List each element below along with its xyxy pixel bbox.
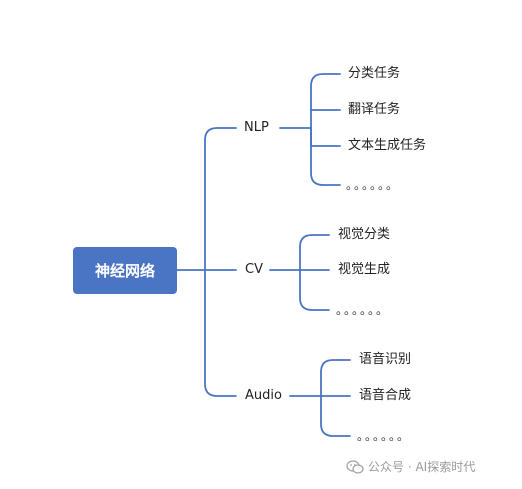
leaf-nlp-translation: 翻译任务 [348, 102, 401, 117]
watermark-text: 公众号 · AI探索时代 [368, 460, 476, 474]
leaf-nlp-text-generation: 文本生成任务 [348, 138, 427, 153]
leaf-audio-synthesis: 语音合成 [359, 388, 412, 403]
branch-nlp: NLP [244, 120, 269, 135]
branch-cv: CV [245, 262, 263, 277]
leaf-cv-ellipsis: 。。。。。。 [336, 303, 391, 317]
root-node: 神经网络 [73, 247, 177, 294]
watermark: 公众号 · AI探索时代 [346, 458, 475, 475]
branch-audio: Audio [245, 388, 282, 403]
leaf-audio-recognition: 语音识别 [359, 352, 412, 367]
leaf-cv-generation: 视觉生成 [338, 262, 391, 277]
leaf-nlp-classification: 分类任务 [348, 66, 401, 81]
leaf-nlp-ellipsis: 。。。。。。 [346, 178, 401, 192]
leaf-audio-ellipsis: 。。。。。。 [357, 429, 412, 443]
leaf-cv-classification: 视觉分类 [338, 227, 391, 242]
wechat-icon [346, 459, 364, 474]
